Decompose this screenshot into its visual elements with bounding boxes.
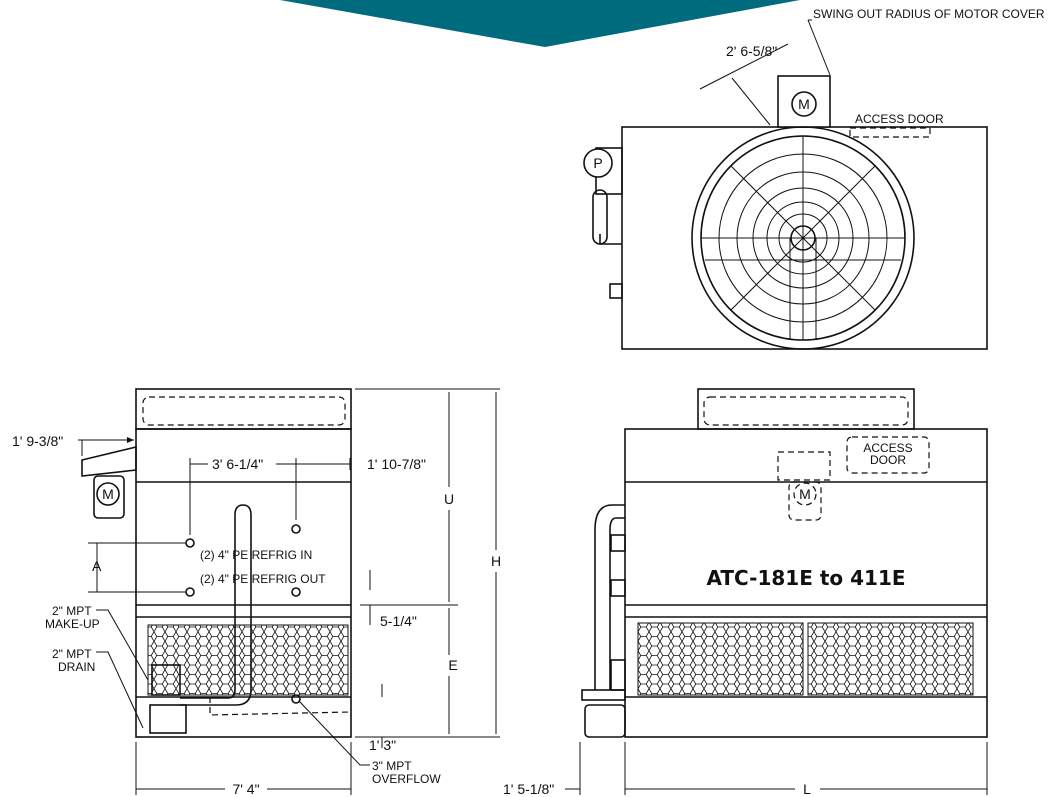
dim-l: L [803, 781, 811, 797]
fill-media-end-right [807, 622, 974, 696]
fill-media-end-left [637, 622, 804, 696]
dim-conn-offset: 1' 10-7/8" [367, 456, 426, 472]
makeup-label-2: MAKE-UP [45, 617, 100, 631]
dim-pipe: 1' 5-1/8" [503, 781, 554, 797]
makeup-label-1: 2" MPT [52, 604, 92, 618]
motor-symbol-side: M [102, 486, 114, 502]
access-door-label-top: ACCESS DOOR [855, 112, 944, 126]
dim-e: E [448, 657, 457, 673]
pump-assembly: P [583, 147, 623, 299]
overflow-label-1: 3" MPT [372, 759, 412, 773]
motor-symbol-end: M [799, 486, 811, 502]
drain-label-1: 2" MPT [52, 647, 92, 661]
pump-symbol: P [593, 155, 602, 171]
dim-1-3: 1' 3" [369, 737, 396, 753]
refrig-out-label: (2) 4" PE REFRIG OUT [200, 572, 326, 586]
refrig-in-label: (2) 4" PE REFRIG IN [200, 548, 312, 562]
drain-label-2: DRAIN [58, 660, 95, 674]
dim-5-1-4: 5-1/4" [380, 613, 417, 629]
dim-conn-spacing: 3' 6-1/4" [212, 456, 263, 472]
side-view: M 1' 9-3/8" 3' 6-1/4" 1' 10-7/8" (2) 4" … [12, 388, 501, 797]
motor-symbol-top: M [798, 96, 810, 112]
access-label-2: DOOR [870, 453, 906, 467]
top-view: M SWING OUT RADIUS OF MOTOR COVER 2' 6-5… [583, 7, 1045, 350]
overflow-label-2: OVERFLOW [372, 772, 441, 786]
dim-width: 7' 4" [232, 781, 259, 797]
model-title: ATC-181E to 411E [706, 566, 905, 590]
fill-media-side [147, 624, 349, 696]
header-banner [280, 0, 800, 47]
dim-overhang: 1' 9-3/8" [12, 433, 63, 449]
swing-out-label: SWING OUT RADIUS OF MOTOR COVER [813, 7, 1045, 21]
dim-h: H [491, 553, 501, 569]
access-label-1: ACCESS [863, 441, 912, 455]
fan-shroud [691, 126, 915, 350]
dim-u: U [444, 491, 454, 507]
swing-dim-label: 2' 6-5/8" [726, 43, 777, 59]
dim-a: A [92, 558, 102, 574]
end-view: ACCESS DOOR M ATC-181E to 411E 1' 5-1/8"… [503, 388, 988, 797]
